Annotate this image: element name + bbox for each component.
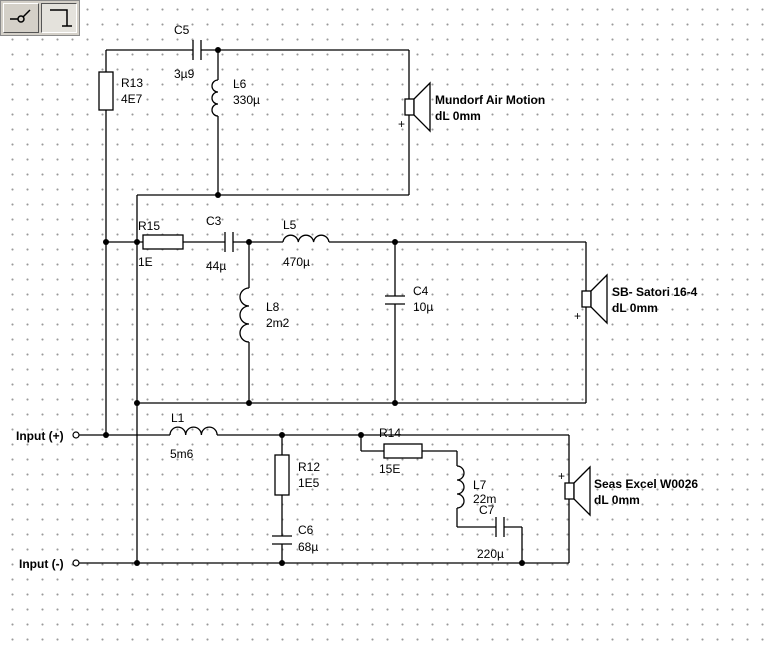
- c5-ref-label: C5: [174, 23, 190, 37]
- l5-value-label: 470µ: [283, 255, 310, 269]
- r13-ref-label: R13: [121, 76, 143, 90]
- resistor-r14[interactable]: [383, 443, 423, 459]
- woofer-offset-label: dL 0mm: [594, 493, 640, 507]
- r14-value-label: 15E: [379, 462, 400, 476]
- inductor-l8[interactable]: [239, 287, 250, 343]
- r13-value-label: 4E7: [121, 92, 143, 106]
- input-plus-terminal[interactable]: [72, 431, 80, 439]
- corner-wire-tool-button[interactable]: [41, 3, 77, 33]
- speaker-mid[interactable]: [581, 273, 608, 325]
- junction-dot: [134, 239, 140, 245]
- l1-ref-label: L1: [171, 411, 185, 425]
- wires: [79, 49, 587, 564]
- junction-dot: [134, 560, 140, 566]
- junction-dot: [215, 47, 221, 53]
- corner-wire-tool-icon: [50, 9, 72, 27]
- tweeter-name-label: Mundorf Air Motion: [435, 93, 545, 107]
- junction-dot: [279, 432, 285, 438]
- l6-value-label: 330µ: [233, 93, 260, 107]
- c5-value-label: 3µ9: [174, 67, 195, 81]
- junction-dot: [103, 239, 109, 245]
- resistor-r15[interactable]: [142, 234, 184, 250]
- l5-ref-label: L5: [283, 218, 297, 232]
- input-minus-label: Input (-): [19, 557, 64, 571]
- l8-ref-label: L8: [266, 300, 280, 314]
- l7-ref-label: L7: [473, 478, 487, 492]
- tweeter-offset-label: dL 0mm: [435, 109, 481, 123]
- l6-ref-label: L6: [233, 77, 247, 91]
- input-minus-terminal[interactable]: [72, 559, 80, 567]
- c6-value-label: 68µ: [298, 540, 318, 554]
- l7-value-label: 22m: [473, 492, 496, 506]
- inductor-l5[interactable]: [282, 234, 330, 243]
- inductor-l6[interactable]: [211, 79, 219, 117]
- r15-ref-label: R15: [138, 219, 160, 233]
- l1-value-label: 5m6: [170, 447, 194, 461]
- c7-value-label: 220µ: [477, 547, 504, 561]
- r12-ref-label: R12: [298, 460, 320, 474]
- woofer-name-label: Seas Excel W0026: [594, 477, 698, 491]
- r14-ref-label: R14: [379, 426, 401, 440]
- c4-ref-label: C4: [413, 284, 429, 298]
- junction-dots: [103, 47, 525, 566]
- mid-name-label: SB- Satori 16-4: [612, 285, 698, 299]
- woofer-polarity-mark: +: [558, 469, 565, 483]
- wire-tool-icon: [10, 9, 31, 23]
- l8-value-label: 2m2: [266, 316, 290, 330]
- r12-value-label: 1E5: [298, 476, 320, 490]
- junction-dot: [358, 432, 364, 438]
- c7-ref-label: C7: [479, 503, 495, 517]
- capacitor-c6[interactable]: [272, 535, 292, 545]
- capacitor-c3[interactable]: [224, 232, 234, 252]
- speaker-woofer[interactable]: [564, 465, 591, 517]
- capacitor-c4[interactable]: [385, 295, 405, 305]
- junction-dot: [392, 239, 398, 245]
- junction-dot: [519, 560, 525, 566]
- capacitor-c7[interactable]: [495, 517, 505, 537]
- junction-dot: [246, 239, 252, 245]
- junction-dot: [134, 400, 140, 406]
- inductor-l1[interactable]: [169, 426, 218, 436]
- wire-tool-button[interactable]: [3, 3, 39, 33]
- capacitor-c5[interactable]: [192, 40, 202, 60]
- toolbar: [0, 0, 80, 36]
- speaker-tweeter[interactable]: [404, 81, 431, 133]
- junction-dot: [246, 400, 252, 406]
- junction-dot: [392, 400, 398, 406]
- junction-dot: [215, 192, 221, 198]
- tweeter-polarity-mark: +: [398, 117, 405, 131]
- r15-value-label: 1E: [138, 255, 153, 269]
- c3-value-label: 44µ: [206, 259, 226, 273]
- resistor-r13[interactable]: [98, 71, 114, 111]
- c6-ref-label: C6: [298, 523, 314, 537]
- c4-value-label: 10µ: [413, 300, 433, 314]
- mid-polarity-mark: +: [574, 309, 581, 323]
- c3-ref-label: C3: [206, 214, 222, 228]
- input-plus-label: Input (+): [16, 429, 64, 443]
- junction-dot: [279, 560, 285, 566]
- inductor-l7[interactable]: [456, 465, 465, 509]
- resistor-r12[interactable]: [274, 454, 290, 496]
- junction-dot: [103, 432, 109, 438]
- mid-offset-label: dL 0mm: [612, 301, 658, 315]
